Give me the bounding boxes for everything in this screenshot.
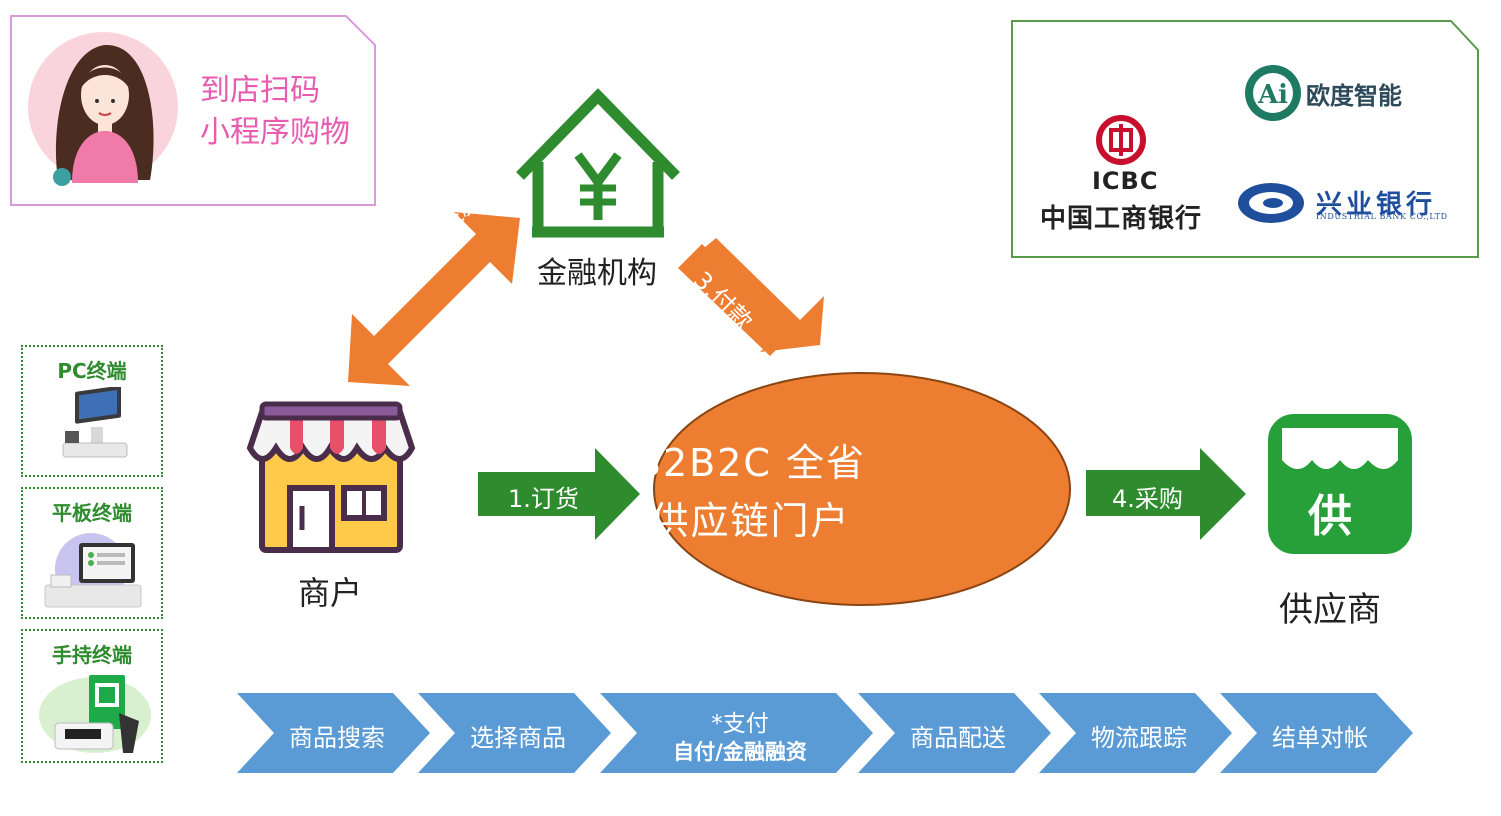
ai-company-name: 欧度智能 bbox=[1306, 82, 1402, 110]
portal-title-line1: B2B2C 全省 bbox=[634, 441, 867, 485]
terminal-handheld-label: 手持终端 bbox=[52, 643, 132, 667]
purchase-arrow bbox=[1086, 448, 1246, 540]
pc-terminal-icon bbox=[62, 387, 128, 458]
cib-logo-icon bbox=[1238, 183, 1304, 223]
promo-line2: 小程序购物 bbox=[200, 115, 350, 150]
step-payment-sublabel: 自付/金融融资 bbox=[673, 740, 807, 764]
finance-house-icon bbox=[516, 88, 680, 238]
step-reconcile[interactable] bbox=[1220, 693, 1413, 773]
request-repay-arrow bbox=[348, 212, 520, 386]
step-logistics-label: 物流跟踪 bbox=[1091, 724, 1187, 752]
order-arrow-label: 1.订货 bbox=[508, 485, 579, 513]
terminal-tablet: 平板终端 bbox=[21, 487, 163, 619]
pay-arrow bbox=[678, 238, 824, 356]
step-logistics[interactable] bbox=[1039, 693, 1232, 773]
finance-label: 金融机构 bbox=[537, 256, 657, 291]
svg-text:Ai: Ai bbox=[1257, 80, 1288, 110]
step-delivery-label: 商品配送 bbox=[910, 724, 1006, 752]
step-select-product-label: 选择商品 bbox=[470, 724, 566, 752]
merchant-shop-icon bbox=[246, 401, 416, 553]
order-arrow bbox=[478, 448, 640, 540]
terminal-pc-label: PC终端 bbox=[57, 359, 127, 383]
step-product-search-label: 商品搜索 bbox=[289, 724, 385, 752]
shopper-avatar bbox=[28, 32, 178, 186]
promo-card bbox=[10, 15, 376, 206]
cib-chinese-name: 兴业银行 bbox=[1316, 190, 1437, 220]
promo-text: 到店扫码 小程序购物 bbox=[200, 70, 350, 154]
partner-banks-box: Ai bbox=[1011, 20, 1479, 258]
merchant-label: 商户 bbox=[298, 574, 363, 612]
tablet-terminal-icon bbox=[44, 533, 142, 608]
step-select-product[interactable] bbox=[418, 693, 611, 773]
portal-title-line2: 供应链门户 bbox=[650, 499, 851, 543]
icbc-logo-icon bbox=[1096, 115, 1146, 165]
step-product-search[interactable] bbox=[237, 693, 430, 773]
terminal-tablet-label: 平板终端 bbox=[52, 501, 132, 525]
purchase-arrow-label: 4.采购 bbox=[1112, 485, 1183, 513]
step-delivery[interactable] bbox=[858, 693, 1051, 773]
cib-english-name: INDUSTRIAL BANK CO.,LTD bbox=[1316, 212, 1448, 221]
ai-logo-icon: Ai bbox=[1245, 65, 1301, 121]
supplier-icon-char: 供 bbox=[1308, 491, 1352, 542]
supplier-label: 供应商 bbox=[1279, 590, 1381, 630]
step-reconcile-label: 结单对帐 bbox=[1272, 724, 1368, 752]
portal-ellipse bbox=[653, 372, 1071, 606]
handheld-terminal-icon bbox=[39, 675, 151, 753]
terminal-handheld: 手持终端 bbox=[21, 629, 163, 763]
step-payment-label: *支付 bbox=[711, 711, 769, 737]
supplier-store-icon bbox=[1268, 414, 1412, 554]
terminal-pc: PC终端 bbox=[21, 345, 163, 477]
icbc-english-name: ICBC bbox=[1092, 167, 1159, 195]
icbc-chinese-name: 中国工商银行 bbox=[1040, 204, 1203, 234]
promo-line1: 到店扫码 bbox=[200, 73, 320, 108]
step-payment[interactable] bbox=[600, 693, 873, 773]
